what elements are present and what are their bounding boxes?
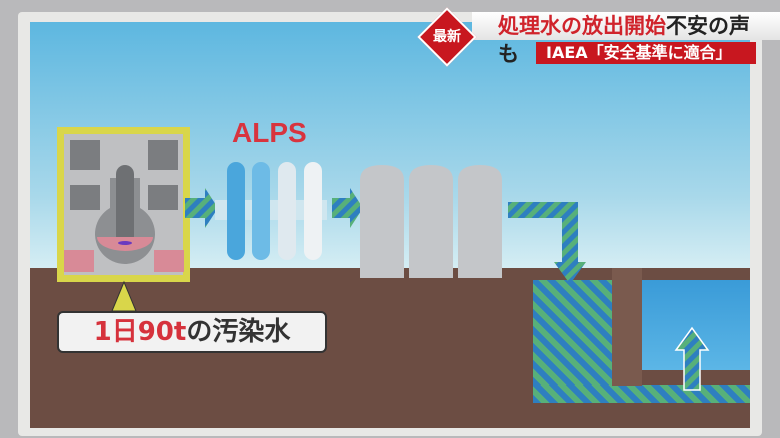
headline-red: 処理水の放出開始 — [498, 14, 666, 38]
seawall — [612, 268, 642, 386]
reactor-building — [57, 127, 190, 282]
arrow-to-tanks — [332, 188, 363, 228]
pointer-triangle — [111, 280, 137, 312]
subheadline-banner: IAEA「安全基準に適合」 — [536, 42, 756, 64]
arrow-to-discharge — [508, 202, 586, 284]
alps-columns — [227, 162, 322, 260]
latest-badge-text: 最新 — [433, 29, 461, 45]
arrow-upward-release — [674, 326, 710, 391]
contaminated-water-caption: 1日90tの汚染水 — [57, 311, 327, 353]
caption-per-day: 1日 — [93, 317, 138, 347]
storage-tanks — [360, 165, 502, 278]
alps-label: ALPS — [232, 117, 307, 148]
caption-text: の汚染水 — [186, 317, 291, 347]
discharge-shaft — [533, 280, 613, 402]
arrow-to-alps — [185, 188, 218, 228]
headline-black: 不安の声も — [498, 14, 750, 66]
headline-banner: 処理水の放出開始不安の声も — [472, 12, 780, 66]
caption-amount: 90t — [137, 317, 187, 347]
